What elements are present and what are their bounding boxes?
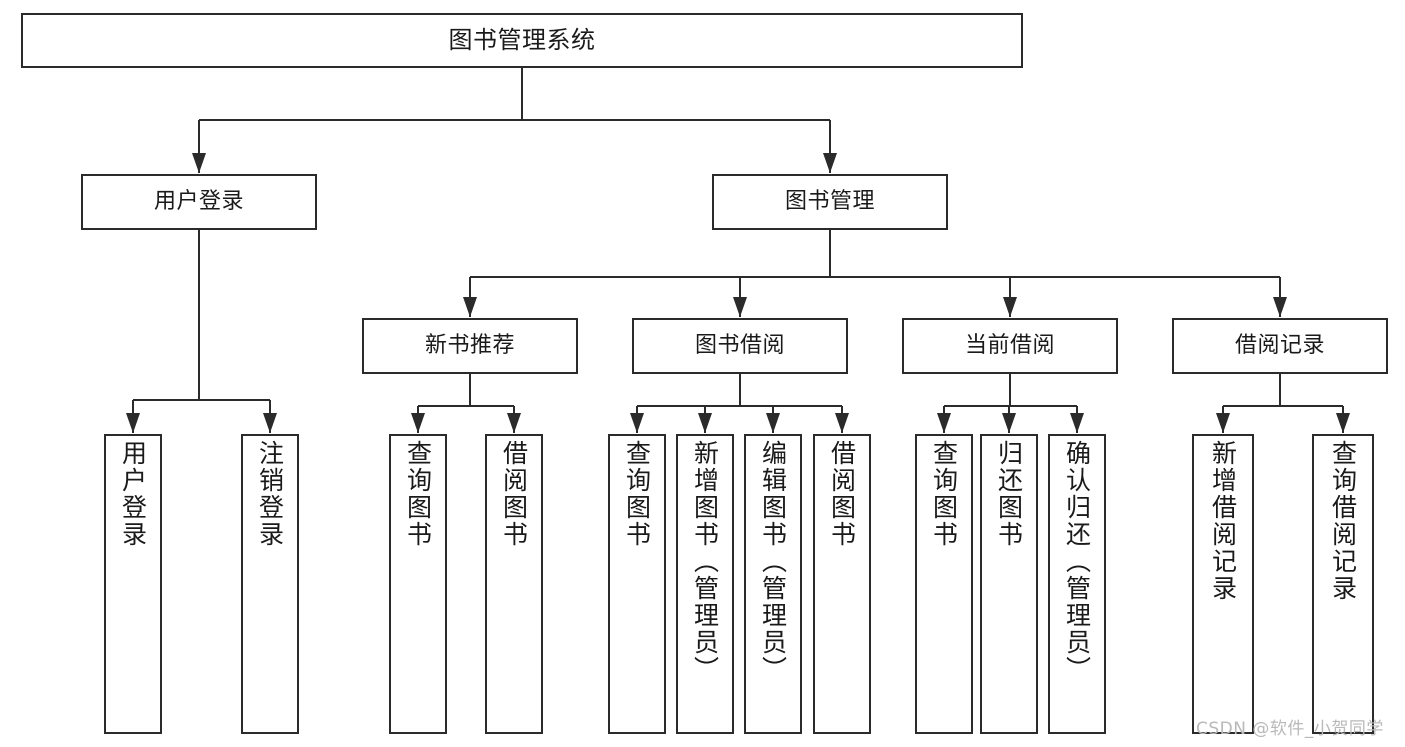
node-leaf-user-logout[interactable]: 注销登录 <box>241 434 299 734</box>
node-newbook[interactable]: 新书推荐 <box>362 318 578 374</box>
node-label: 当前借阅 <box>964 333 1055 359</box>
node-label: 图书管理系统 <box>448 26 596 55</box>
node-label: 确认归还（管理员） <box>1062 440 1092 683</box>
node-label: 归还图书 <box>994 440 1024 548</box>
node-label: 查询图书 <box>929 440 959 548</box>
node-leaf-borrow-query[interactable]: 查询图书 <box>608 434 666 734</box>
watermark-label: CSDN @软件_小贺同学 <box>1196 719 1384 739</box>
node-leaf-current-query[interactable]: 查询图书 <box>915 434 973 734</box>
node-label: 查询借阅记录 <box>1328 440 1358 602</box>
node-leaf-borrow-edit[interactable]: 编辑图书（管理员） <box>744 434 802 734</box>
node-leaf-current-confirm[interactable]: 确认归还（管理员） <box>1048 434 1106 734</box>
node-label: 编辑图书（管理员） <box>758 440 788 683</box>
node-bookmgmt[interactable]: 图书管理 <box>712 174 948 230</box>
node-label: 注销登录 <box>255 440 285 548</box>
node-borrow[interactable]: 图书借阅 <box>632 318 848 374</box>
node-current[interactable]: 当前借阅 <box>902 318 1118 374</box>
node-leaf-record-query[interactable]: 查询借阅记录 <box>1312 434 1374 734</box>
node-label: 图书管理 <box>784 189 875 215</box>
node-leaf-new-borrow[interactable]: 借阅图书 <box>485 434 543 734</box>
node-leaf-user-login[interactable]: 用户登录 <box>104 434 162 734</box>
node-label: 新增借阅记录 <box>1208 440 1238 602</box>
node-label: 借阅记录 <box>1234 333 1325 359</box>
node-leaf-record-add[interactable]: 新增借阅记录 <box>1192 434 1254 734</box>
node-login[interactable]: 用户登录 <box>81 174 317 230</box>
node-leaf-new-query[interactable]: 查询图书 <box>389 434 447 734</box>
node-leaf-borrow-lend[interactable]: 借阅图书 <box>813 434 871 734</box>
node-label: 借阅图书 <box>827 440 857 548</box>
node-leaf-current-return[interactable]: 归还图书 <box>980 434 1038 734</box>
node-root[interactable]: 图书管理系统 <box>21 13 1023 68</box>
node-leaf-borrow-add[interactable]: 新增图书（管理员） <box>676 434 734 734</box>
node-label: 用户登录 <box>118 440 148 548</box>
node-label: 查询图书 <box>403 440 433 548</box>
node-label: 新书推荐 <box>424 333 515 359</box>
node-label: 借阅图书 <box>499 440 529 548</box>
node-label: 用户登录 <box>153 189 244 215</box>
node-label: 新增图书（管理员） <box>690 440 720 683</box>
node-label: 图书借阅 <box>694 333 785 359</box>
node-label: 查询图书 <box>622 440 652 548</box>
node-records[interactable]: 借阅记录 <box>1172 318 1388 374</box>
